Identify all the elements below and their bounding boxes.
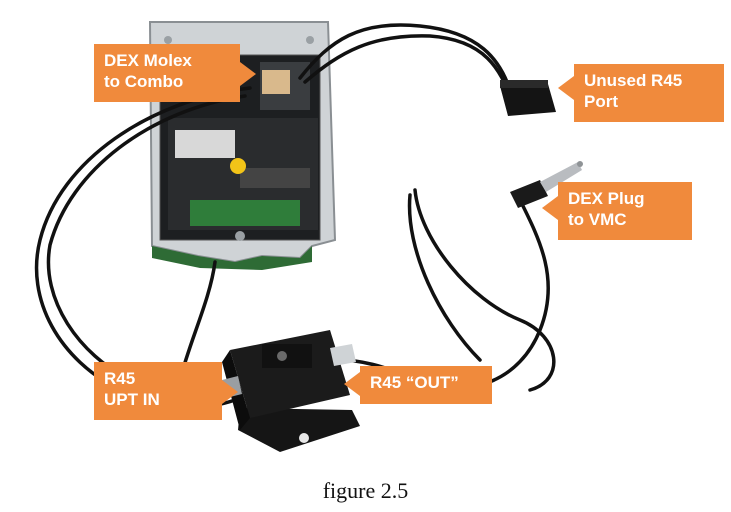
figure-caption: figure 2.5 bbox=[322, 478, 409, 503]
callout-arrow-left bbox=[542, 196, 558, 220]
callout-unused-r45-line2: Port bbox=[584, 92, 618, 111]
metal-enclosure bbox=[148, 21, 337, 270]
callout-dex-plug: DEX Plug to VMC bbox=[558, 182, 692, 240]
callout-dex-molex: DEX Molex to Combo bbox=[94, 44, 240, 102]
callout-unused-r45-line1: Unused R45 bbox=[584, 71, 683, 90]
cables bbox=[34, 23, 556, 410]
device-photo: DEX Molex to Combo Unused R45 Port DEX P… bbox=[34, 21, 724, 452]
callout-r45-upt-in-line1: R45 bbox=[104, 369, 136, 388]
callout-unused-r45: Unused R45 Port bbox=[574, 64, 724, 122]
callout-arrow-left bbox=[344, 372, 360, 396]
callout-dex-plug-line1: DEX Plug bbox=[568, 189, 645, 208]
callout-arrow-left bbox=[558, 76, 574, 100]
callout-r45-out: R45 “OUT” bbox=[360, 366, 492, 404]
dex-plug bbox=[510, 161, 583, 208]
photo-illustration bbox=[34, 21, 583, 452]
r45-port-block bbox=[500, 80, 556, 116]
callout-r45-upt-in-line2: UPT IN bbox=[104, 390, 160, 409]
callout-arrow-right bbox=[240, 62, 256, 86]
callout-dex-molex-line1: DEX Molex bbox=[104, 51, 192, 70]
callout-r45-upt-in: R45 UPT IN bbox=[94, 362, 222, 420]
callout-dex-molex-line2: to Combo bbox=[104, 72, 184, 91]
callout-r45-out-line1: R45 “OUT” bbox=[370, 373, 459, 392]
callout-dex-plug-line2: to VMC bbox=[568, 210, 627, 229]
upt-junction-box bbox=[222, 330, 360, 452]
callout-arrow-right bbox=[222, 380, 238, 404]
